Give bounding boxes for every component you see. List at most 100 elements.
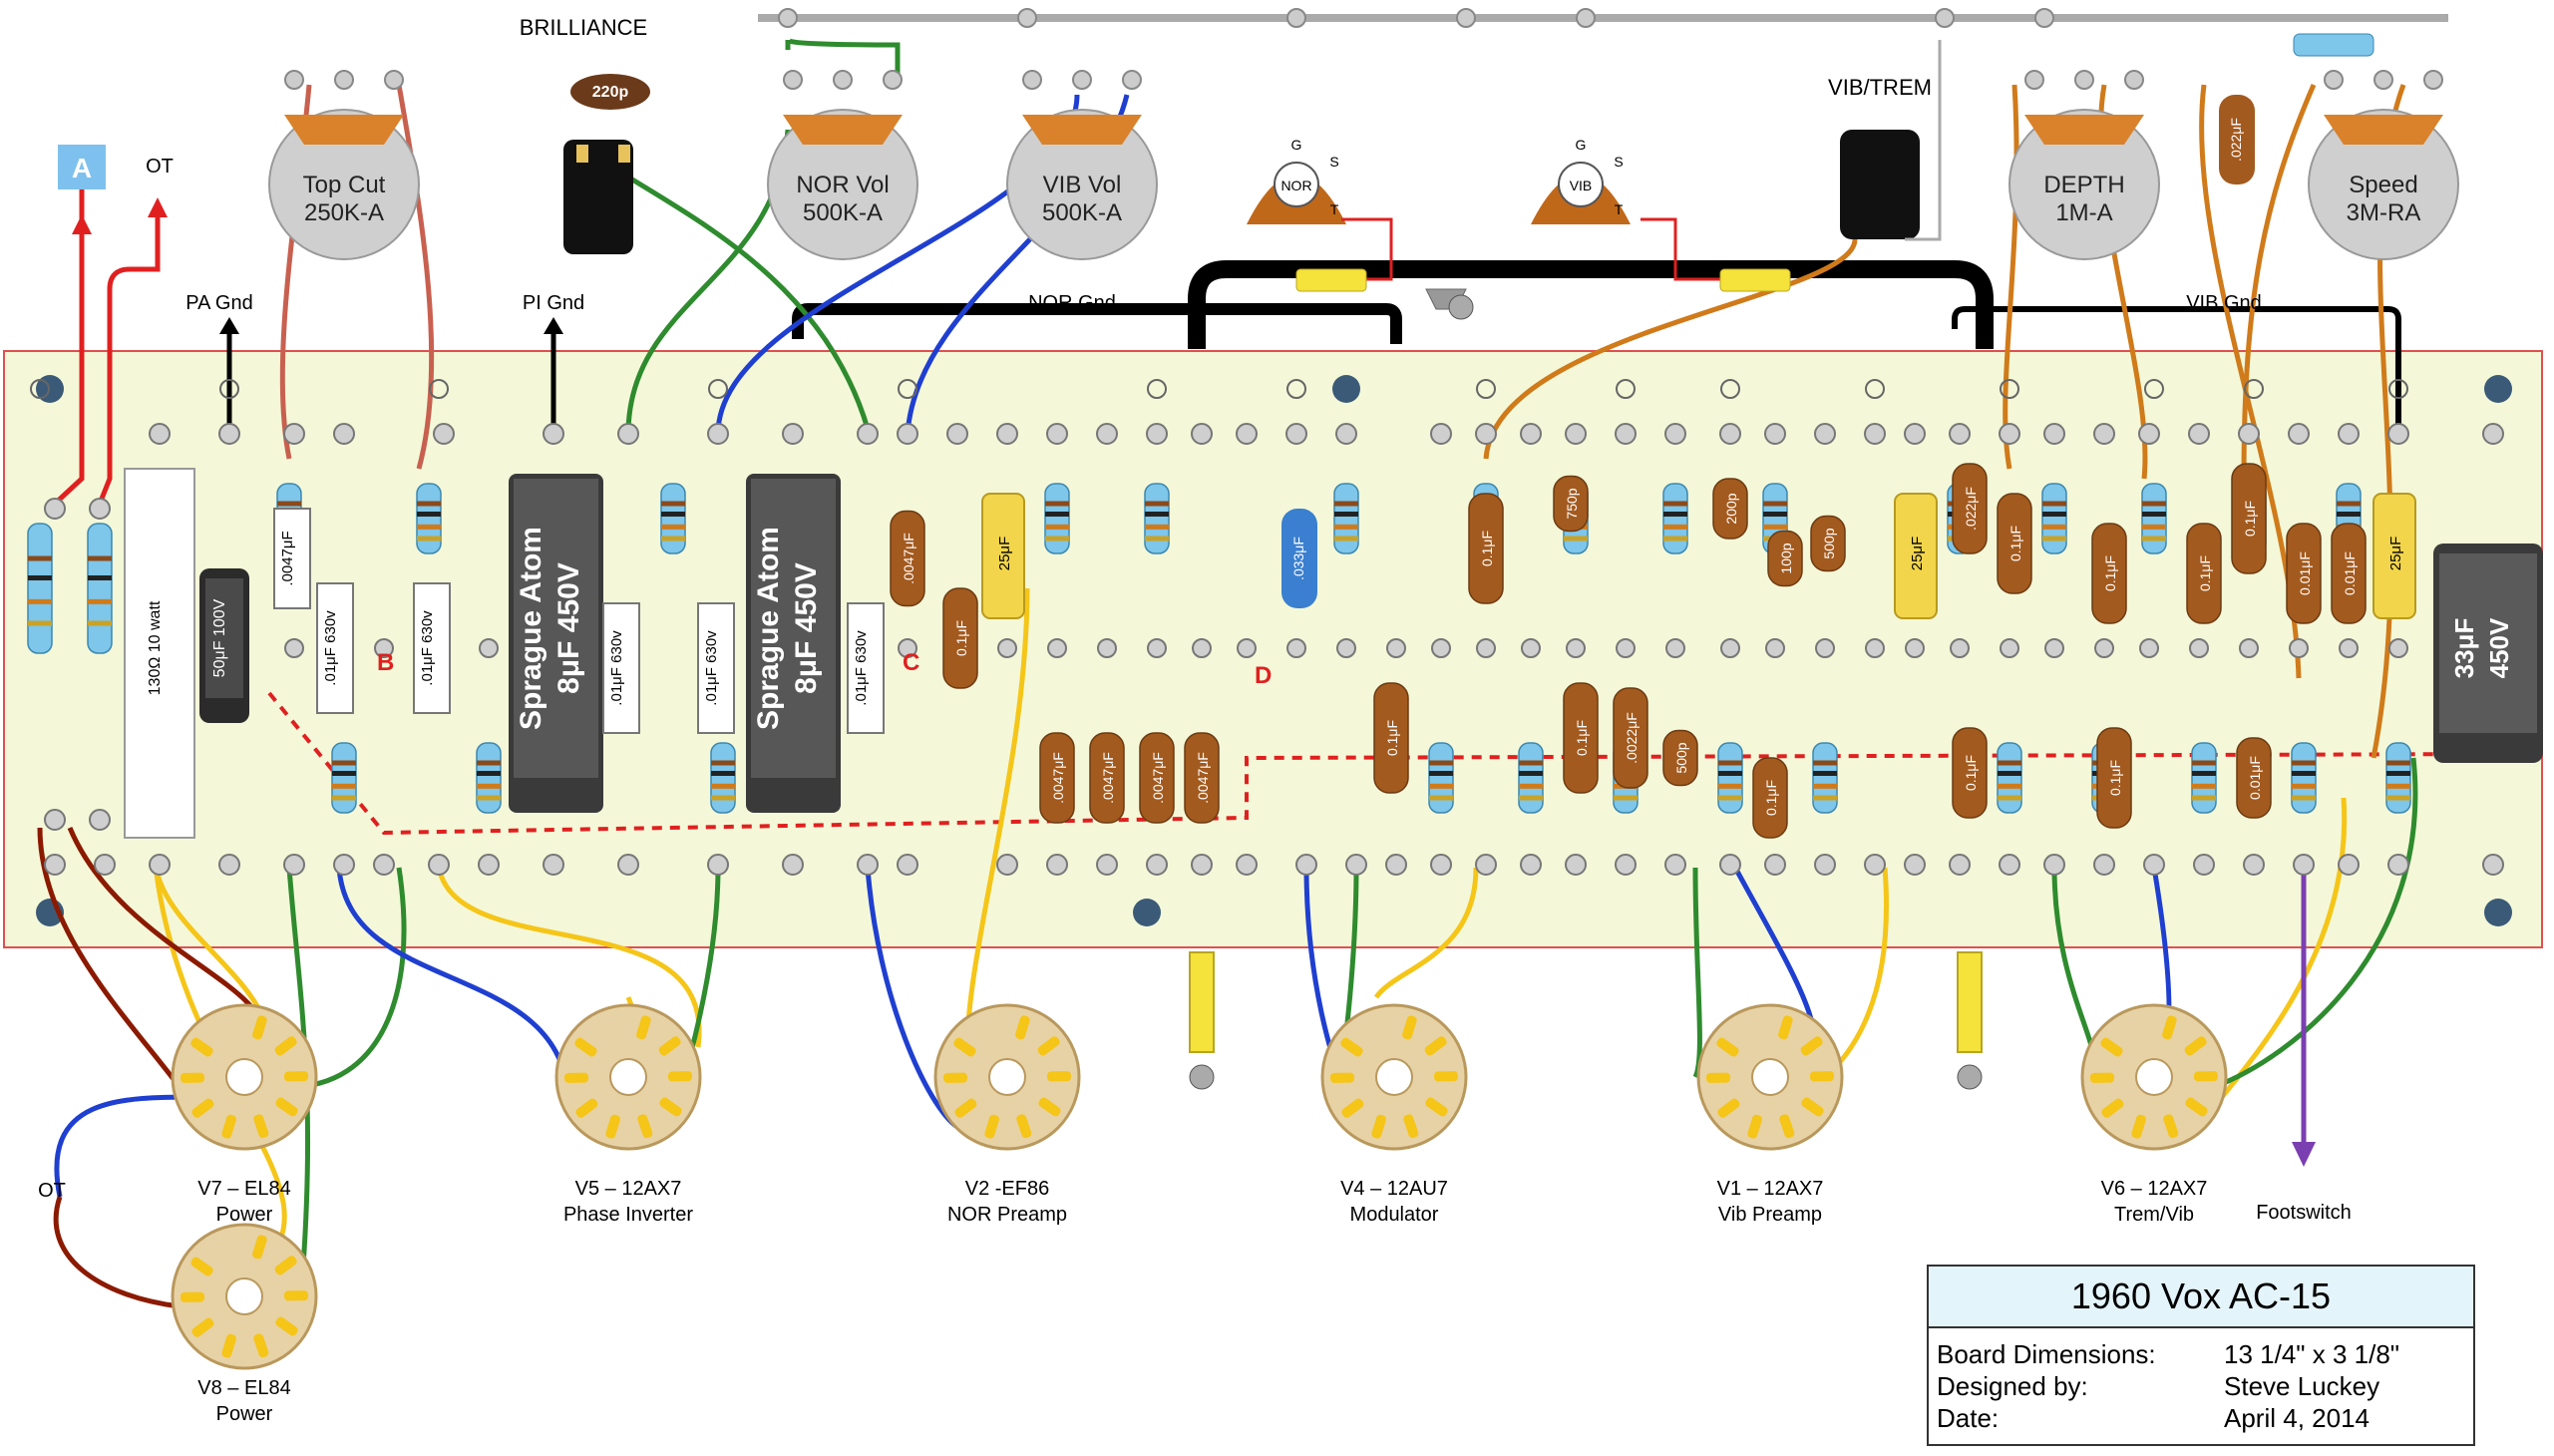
turret (857, 854, 879, 876)
brown-cap: 0.1μF (2186, 523, 2222, 624)
turret (44, 854, 66, 876)
turret (1814, 854, 1836, 876)
vibtrem-wire (1905, 40, 1942, 241)
turret (2138, 423, 2160, 445)
marker-c: C (903, 649, 919, 676)
turret (1999, 854, 2020, 876)
vib-gnd-label: VIB Gnd (2186, 292, 2262, 314)
info-value: Steve Luckey (2224, 1370, 2380, 1401)
eyelet (1476, 379, 1496, 399)
marker-d: D (1255, 662, 1272, 689)
turret (1949, 854, 1971, 876)
pot-label-2: 3M-RA (2347, 199, 2421, 226)
tube-v1-name: V1 – 12AX7 (1717, 1178, 1824, 1200)
turret (373, 854, 395, 876)
wire-yellow-8 (2212, 797, 2348, 1109)
resistor (1518, 742, 1544, 814)
eyelet (30, 379, 50, 399)
cap-630-1-label: .01μF 630v (322, 610, 339, 686)
turret (1192, 638, 1212, 658)
turret (898, 638, 917, 658)
turret (2482, 423, 2504, 445)
yellow-cap-1: 25μF (981, 493, 1025, 619)
turret (1046, 854, 1068, 876)
power-resistor-label: 130Ω 10 watt (147, 600, 164, 695)
brown-cap: .0047μF (1184, 732, 1220, 824)
title-block: 1960 Vox AC-15 Board Dimensions: 13 1/4"… (1927, 1265, 2475, 1446)
turret (44, 498, 66, 520)
turret (1430, 854, 1452, 876)
sprague-cap-1-line1: Sprague Atom (515, 527, 547, 730)
info-row-date: Date: April 4, 2014 (1929, 1402, 2473, 1434)
turret-set (30, 379, 2504, 876)
tube-v7-name: V7 – EL84 (197, 1178, 290, 1200)
eyelet (2244, 379, 2264, 399)
turret (1615, 423, 1637, 445)
filter-cap-33uf: 33μF 450V (2433, 544, 2543, 763)
turret (2193, 854, 2215, 876)
wire-orange-vibtrem (1483, 238, 1858, 460)
mounting-screw (2484, 899, 2512, 926)
resistor (1812, 742, 1838, 814)
turret (1565, 423, 1587, 445)
standoff-post (1189, 951, 1215, 1053)
brown-cap-label: .0047μF (1100, 752, 1116, 804)
brown-cap: .0047μF (1089, 732, 1125, 824)
turret (1815, 638, 1835, 658)
turret (433, 423, 455, 445)
turret (1191, 854, 1213, 876)
eyelet (2000, 379, 2019, 399)
ot-left-label: OT (38, 1180, 66, 1202)
turret (1475, 423, 1497, 445)
sprague-cap-1: Sprague Atom 8μF 450V (509, 474, 603, 813)
cap-630-2 (413, 582, 451, 714)
cap-022-top-label: .022μF (2228, 118, 2244, 162)
tube-v2-role: NOR Preamp (947, 1204, 1067, 1226)
eyelet (1147, 379, 1167, 399)
resistor (2291, 742, 2317, 814)
turret (1295, 854, 1317, 876)
eyelet (1720, 379, 1740, 399)
turret (428, 854, 450, 876)
pot-label-1: Speed (2349, 172, 2417, 198)
resistor (2385, 742, 2411, 814)
a-arrowhead (72, 214, 92, 234)
power-resistor (124, 468, 195, 839)
tube-socket (1696, 1003, 1844, 1151)
brown-cap-set: .0047μF0.1μF.0047μF.0047μF.0047μF.0047μF… (890, 463, 2367, 839)
nor-gnd-label: NOR Gnd (1028, 292, 1116, 314)
cap-033 (1281, 509, 1317, 608)
turret (946, 423, 968, 445)
turret (1764, 854, 1786, 876)
turret (2189, 638, 2209, 658)
turret (2139, 638, 2159, 658)
brown-cap-label: .0047μF (1195, 752, 1211, 804)
brown-cap-label: 0.1μF (2242, 501, 2258, 537)
info-row-designer: Designed by: Steve Luckey (1929, 1370, 2473, 1402)
eyelet (1286, 379, 1306, 399)
turret (2388, 638, 2408, 658)
speed-resistor (2293, 33, 2374, 57)
turret (1950, 638, 1970, 658)
bus-lug (2034, 8, 2054, 28)
tube-v8-name: V8 – EL84 (197, 1377, 290, 1399)
resistor (1662, 483, 1688, 554)
turret (2339, 638, 2359, 658)
ot-arrowhead (148, 197, 168, 217)
turret (2293, 854, 2315, 876)
turret (374, 638, 394, 658)
gnd-wire-right (1952, 306, 2401, 429)
turret (149, 854, 171, 876)
brown-cap: 200p (1712, 478, 1748, 540)
turret (89, 809, 111, 831)
turret (89, 498, 111, 520)
info-value: April 4, 2014 (2224, 1402, 2370, 1433)
